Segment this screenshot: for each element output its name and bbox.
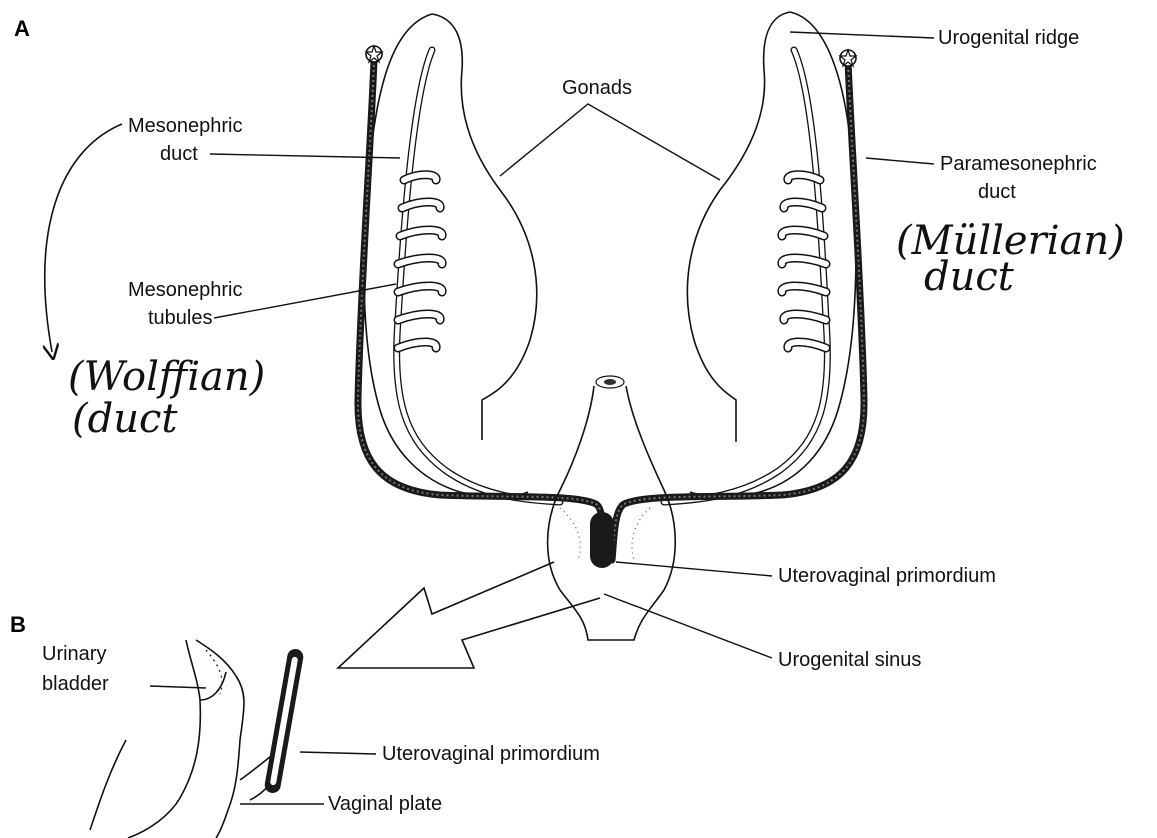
urogenital-ridge-leader [790, 32, 934, 38]
paramesonephric-duct-label-line2: duct [978, 181, 1016, 203]
panel-a-label: A [14, 16, 30, 41]
mesonephric-tubules-label-line2: tubules [148, 307, 213, 329]
mesonephric-tubules-label-line1: Mesonephric [128, 279, 243, 301]
urogenital-sinus-leader [604, 594, 772, 658]
uterovaginal-primordium-a-leader [616, 562, 772, 576]
urinary-bladder-label-line2: bladder [42, 673, 109, 695]
urinary-bladder-label-line1: Urinary [42, 643, 106, 665]
urogenital-sinus-shape [548, 376, 676, 640]
gonads-leader [500, 104, 720, 180]
mesonephric-duct-label-line2: duct [160, 143, 198, 165]
wolffian-handwritten-line1: (Wolffian) [68, 354, 265, 400]
right-duct-ostium-icon [840, 50, 856, 66]
paramesonephric-duct-label-line1: Paramesonephric [940, 153, 1097, 175]
vaginal-plate-label: Vaginal plate [328, 793, 442, 815]
wolffian-handwritten-line2: (duct [72, 396, 178, 442]
curved-arrow-icon [45, 124, 122, 352]
panel-b-label: B [10, 612, 26, 637]
mesonephric-duct-label-line1: Mesonephric [128, 115, 243, 137]
uterovaginal-primordium-a-label: Uterovaginal primordium [778, 565, 996, 587]
urogenital-sinus-label: Urogenital sinus [778, 649, 921, 671]
uterovaginal-primordium-b-leader [300, 752, 376, 754]
left-duct-ostium-icon [366, 46, 382, 62]
left-urogenital-ridge [364, 14, 537, 497]
mullerian-handwritten-line2: duct [924, 254, 1015, 300]
urogenital-ridge-label: Urogenital ridge [938, 27, 1079, 49]
gonads-label: Gonads [562, 77, 632, 99]
transition-arrow [338, 562, 600, 668]
uterovaginal-primordium-b-label: Uterovaginal primordium [382, 743, 600, 765]
uterovaginal-primordium-a-shape [560, 508, 650, 568]
right-urogenital-ridge [687, 12, 856, 497]
paramesonephric-duct-leader [866, 158, 934, 164]
panel-b-sagittal [90, 640, 305, 838]
